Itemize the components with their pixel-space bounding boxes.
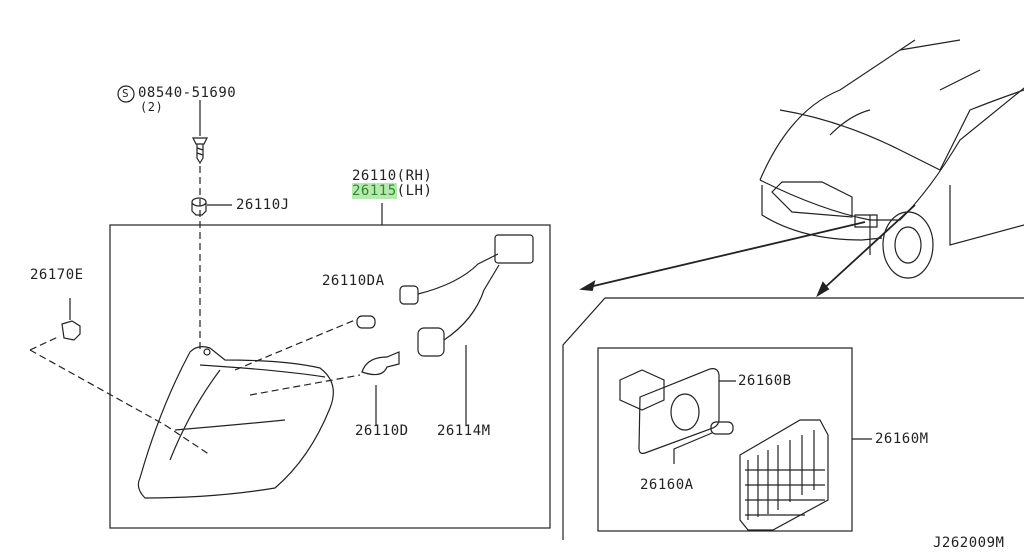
- part-label-side-socket[interactable]: 26160B: [738, 373, 792, 389]
- part-label-harness[interactable]: 26114M: [437, 423, 491, 439]
- small-bulb-icon: [356, 315, 376, 329]
- side-lamp-frame-outline: [562, 297, 1024, 540]
- part-label-clip-e[interactable]: 26170E: [30, 267, 84, 283]
- clip-icon: [191, 197, 232, 216]
- vehicle-icon: [759, 39, 1024, 279]
- turn-lamp-icon: [137, 346, 334, 499]
- standard-part-symbol: [117, 85, 135, 103]
- screw-icon: [192, 100, 208, 165]
- highlighted-part-number[interactable]: 26115: [352, 183, 397, 199]
- diagram-code: J262009M: [933, 535, 1005, 551]
- screw-quantity: (2): [140, 100, 164, 114]
- side-socket-icon: [619, 368, 736, 455]
- part-label-lamp-lh[interactable]: 26115(LH): [352, 183, 433, 199]
- part-label-bulb-d[interactable]: 26110D: [355, 423, 409, 439]
- side-bulb-icon: [673, 421, 734, 464]
- bulb-icon: [361, 351, 400, 425]
- part-label-side-bulb[interactable]: 26160A: [640, 477, 694, 493]
- part-label-clip[interactable]: 26110J: [236, 197, 290, 213]
- part-label-lamp-rh[interactable]: 26110(RH): [352, 168, 433, 184]
- side-lamp-icon: [739, 419, 872, 531]
- part-label-side-lamp[interactable]: 26160M: [875, 431, 929, 447]
- standard-symbol-label: S: [122, 87, 130, 100]
- lamp-lh-side: (LH): [396, 183, 433, 199]
- callout-arrows: [579, 204, 916, 298]
- front-lamp-frame: [109, 224, 551, 529]
- part-label-bulb-da[interactable]: 26110DA: [322, 273, 385, 289]
- clip-e-icon: [61, 298, 81, 341]
- part-label-screw[interactable]: 08540-51690: [138, 85, 237, 101]
- harness-icon: [399, 234, 534, 425]
